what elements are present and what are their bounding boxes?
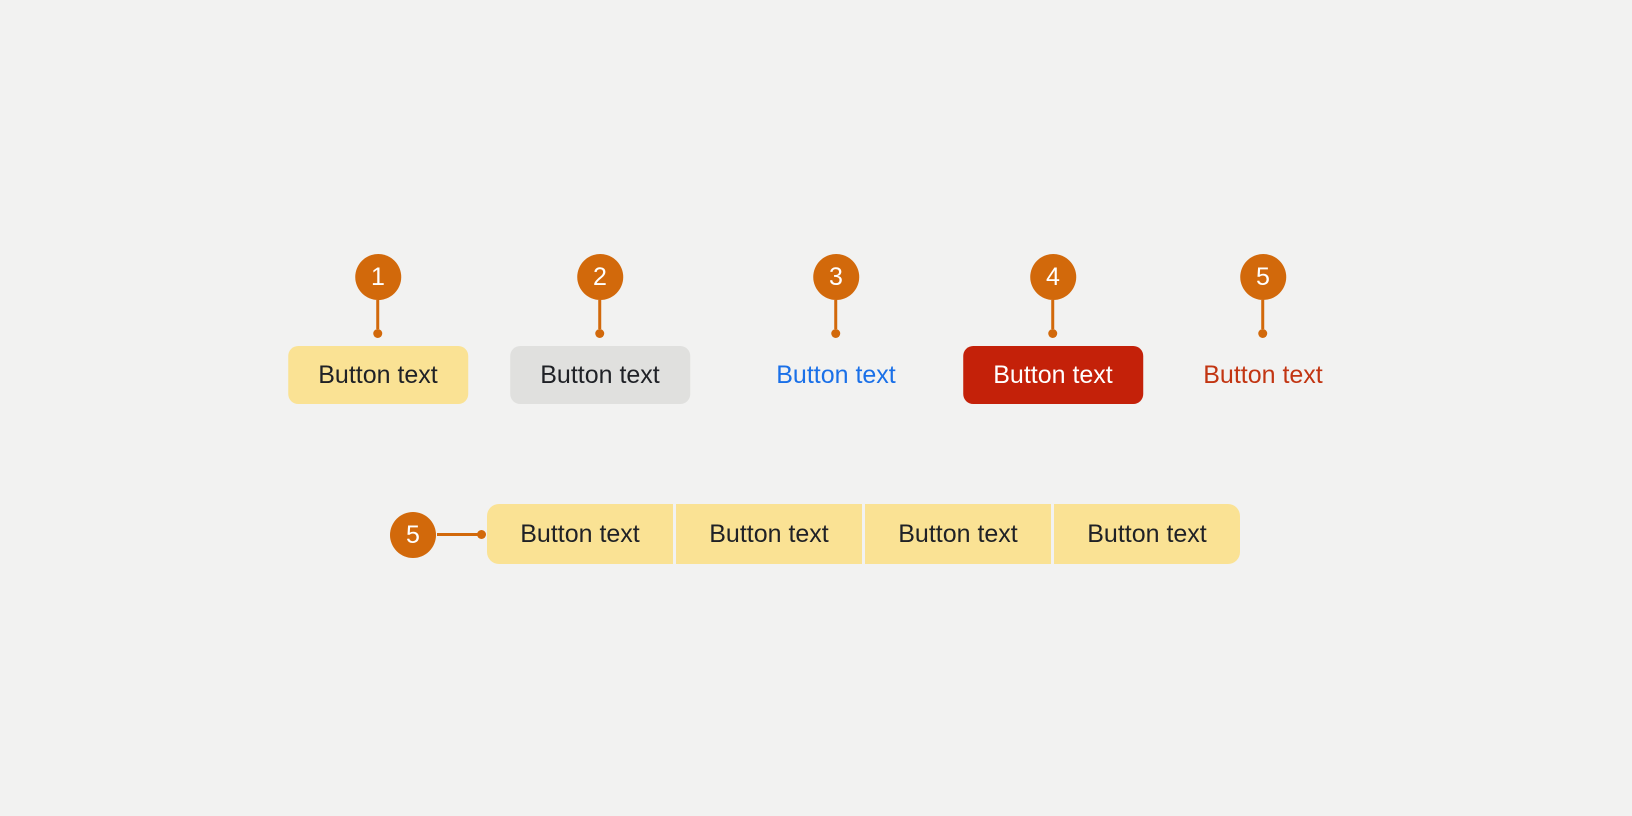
callout-variant-3: 3 Button text bbox=[776, 254, 896, 404]
callout-connector-dot bbox=[595, 329, 605, 338]
button-text-blue[interactable]: Button text bbox=[776, 346, 896, 404]
callout-variant-4: 4 Button text bbox=[963, 254, 1143, 404]
callout-marker-1: 1 bbox=[355, 254, 401, 300]
button-group-segment-4[interactable]: Button text bbox=[1054, 504, 1240, 564]
callout-variant-2: 2 Button text bbox=[510, 254, 690, 404]
callout-connector-line bbox=[376, 300, 380, 329]
callout-marker-4: 4 bbox=[1030, 254, 1076, 300]
callout-connector-dot bbox=[1048, 329, 1058, 338]
button-filled-yellow[interactable]: Button text bbox=[288, 346, 468, 404]
callout-connector-line bbox=[834, 300, 838, 329]
callout-variant-1: 1 Button text bbox=[288, 254, 468, 404]
callout-connector-line bbox=[598, 300, 602, 329]
callout-variant-5: 5 Button text bbox=[1203, 254, 1323, 404]
callout-connector-dot bbox=[1258, 329, 1268, 338]
button-group-segment-2[interactable]: Button text bbox=[676, 504, 862, 564]
button-group: Button text Button text Button text Butt… bbox=[487, 504, 1240, 564]
callout-connector-dot bbox=[373, 329, 383, 338]
button-group-segment-1[interactable]: Button text bbox=[487, 504, 673, 564]
callout-connector-dot bbox=[477, 530, 486, 539]
button-filled-red[interactable]: Button text bbox=[963, 346, 1143, 404]
callout-connector-line bbox=[437, 533, 478, 536]
button-text-red[interactable]: Button text bbox=[1203, 346, 1323, 404]
callout-marker-3: 3 bbox=[813, 254, 859, 300]
callout-connector-line bbox=[1051, 300, 1055, 329]
button-group-segment-3[interactable]: Button text bbox=[865, 504, 1051, 564]
callout-marker-5: 5 bbox=[1240, 254, 1286, 300]
callout-connector-dot bbox=[831, 329, 841, 338]
button-filled-gray[interactable]: Button text bbox=[510, 346, 690, 404]
callout-marker-group-5: 5 bbox=[390, 512, 436, 558]
callout-marker-2: 2 bbox=[577, 254, 623, 300]
callout-connector-line bbox=[1261, 300, 1265, 329]
